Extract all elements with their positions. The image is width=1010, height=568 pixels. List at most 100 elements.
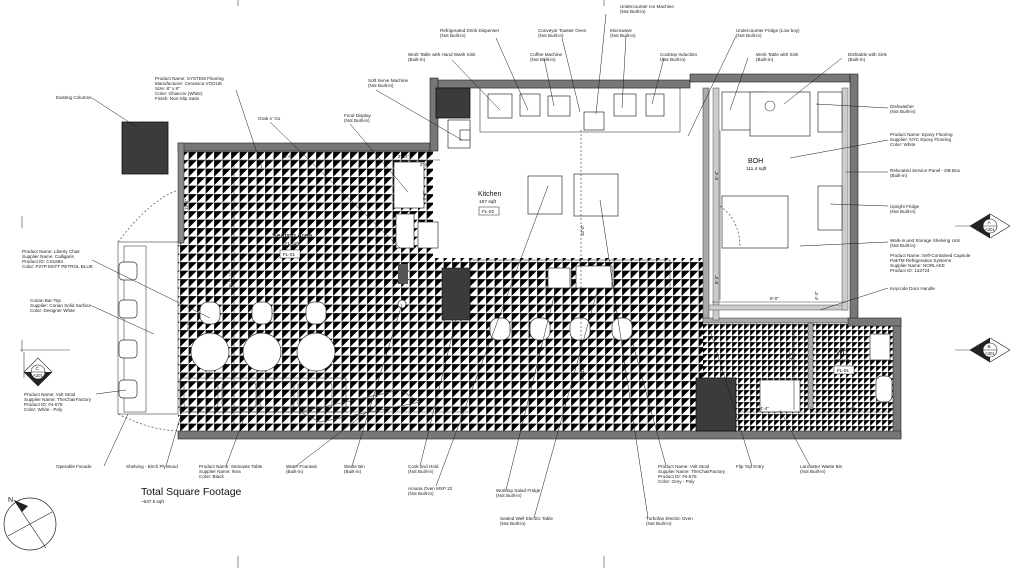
callout-walkin: Walk-in and Storage Shelving Unit (Not B… — [890, 238, 971, 273]
counter-fixtures — [393, 119, 471, 309]
dim-d2: 2'-11" — [398, 154, 409, 159]
epoxy-line-2: Supplier: NYC Epoxy Flooring — [890, 137, 951, 142]
keycode-text: Keycode Door Handle — [890, 286, 935, 291]
facade-text: Operable Facade — [56, 464, 92, 469]
boh-area: 111.4 sqft — [746, 166, 767, 172]
cook-hold-line-2: (Not Built-in) — [408, 469, 434, 474]
walkin-line-5: PakTM Refrigeration Systems — [890, 258, 952, 263]
section-marker-c[interactable]: C A301 — [20, 349, 70, 387]
drink-disp-line-2: (Not Built-in) — [440, 33, 466, 38]
marker-c-letter: C — [36, 366, 40, 371]
callout-coffee: Coffee Machine (Not Built-in) — [530, 52, 563, 62]
table-line-3: Color: Black — [199, 474, 224, 479]
dim-v5: 10'-0" — [580, 224, 585, 236]
callout-fountain: Water Fountain (Built-in) — [286, 464, 318, 474]
callout-epoxy: Product Name: Epoxy Flooring Supplier: N… — [890, 132, 953, 147]
dim-d4: 23'-5" — [428, 406, 440, 411]
uc-fridge-line-1: Undercounter Fridge (Low boy) — [736, 28, 800, 33]
dim-v1: 18'-4" — [184, 198, 189, 210]
dish-sink-line-1: Dishtable with Sink — [848, 52, 888, 57]
table-line-2: Supplier Name: Ikea — [199, 469, 241, 474]
callout-conveyor: Conveyor Toaster Oven (Not Built-in) — [538, 28, 587, 38]
wc-area: 32 sqft — [835, 358, 850, 364]
hand-wash-line-2: (Built-in) — [408, 57, 426, 62]
microwave-line-2: (Not Built-in) — [610, 33, 636, 38]
boh-name: BOH — [748, 158, 763, 165]
flooring-line-1: Product Name: SYSTEM Flooring — [155, 76, 224, 81]
dim-d3: 2'-11" — [420, 162, 431, 167]
callout-shelving: Shelving - Birch PlyWood — [126, 464, 178, 469]
stool-right-line-1: Product Name: Volt Stool — [658, 464, 709, 469]
soft-serve-line-2: (Not Built-in) — [368, 83, 394, 88]
bar-stools-facade — [118, 261, 138, 399]
dim-v7: 5'-4" — [714, 171, 719, 180]
dim-d7: 5'-0" — [846, 406, 855, 411]
amana-line-1: Amana Oven MXP 22 — [408, 486, 453, 491]
section-marker-a[interactable]: A A301 — [955, 213, 1010, 239]
callout-turbo-oven: Turbofan Electric Oven (Not Built-in) — [646, 516, 693, 526]
dim-v3: 6'-6" — [422, 191, 427, 200]
section-marker-b[interactable]: B A301 — [955, 337, 1010, 363]
bar-top-line-2: Supplier: Corian Solid Surface — [30, 303, 92, 308]
turbo-oven-line-2: (Not Built-in) — [646, 521, 672, 526]
waste-bin-line-1: Waste Bin — [344, 464, 365, 469]
work-sink-line-2: (Built-in) — [756, 57, 774, 62]
dim-v4: 9'-8" — [186, 321, 191, 330]
work-sink-line-1: Work Table with Sink — [756, 52, 799, 57]
shelving-text: Shelving - Birch PlyWood — [126, 464, 178, 469]
food-display-line-1: Food Display — [344, 113, 372, 118]
cafe-tables — [190, 301, 336, 372]
room-kitchen-label: Kitchen 167 sqft FL-02 — [478, 191, 501, 216]
callout-drink-dispenser: Refrigerated Drink Dispenser (Not Built-… — [440, 28, 500, 38]
uc-fridge-line-2: (Not Built-in) — [736, 33, 762, 38]
cooktop-line-1: Cooktop Induction — [660, 52, 697, 57]
callout-hand-wash: Work Table with Hand Wash Sink (Built-in… — [408, 52, 476, 62]
marker-a-sheet: A301 — [985, 227, 995, 232]
steinaste-table — [441, 267, 471, 321]
microwave-line-1: Microwave — [610, 28, 632, 33]
stool-right-line-2: Supplier Name: TheChairFactory — [658, 469, 726, 474]
callout-waste-bin: Waste Bin (Built-in) — [344, 464, 365, 474]
stool-left-line-2: Supplier Name: TheChairFactory — [24, 397, 92, 402]
walkin-line-1: Walk-in and Storage Shelving Unit — [890, 238, 961, 243]
callout-grab-go: Grab n' Go — [258, 116, 281, 121]
grab-go-text: Grab n' Go — [258, 116, 281, 121]
callout-food-display: Food Display (Not Built-in) — [344, 113, 372, 123]
room-boh-label: BOH 111.4 sqft — [746, 158, 767, 172]
existing-column-left — [121, 121, 169, 175]
wc-name: WC — [836, 350, 848, 357]
seating-name: Seating Area — [272, 233, 312, 240]
sealed-well-line-1: Sealed Well Electric Table — [500, 516, 553, 521]
boh-fixtures — [721, 91, 893, 413]
callout-cook-hold: Cook and Hold (Not Built-in) — [408, 464, 439, 474]
chair-line-2: Supplier Name: Calligaris — [22, 254, 75, 259]
kitchen-islands — [469, 173, 671, 341]
callout-panel: Relocated Service Panel - DB Box (Built-… — [890, 168, 961, 178]
kitchen-back-counter — [479, 87, 681, 133]
chair-line-4: Color: P27P MATT PETROL BLUE — [22, 264, 93, 269]
flip-top-text: Flip Top Entry — [736, 464, 765, 469]
dim-v6: 12'-11" — [580, 366, 585, 380]
waste-bin-line-2: (Built-in) — [344, 469, 362, 474]
epoxy-line-3: Color: White — [890, 142, 916, 147]
ice-line-2: (Not Built-in) — [620, 9, 646, 14]
panel-line-2: (Built-in) — [890, 173, 908, 178]
food-display-line-2: (Not Built-in) — [344, 118, 370, 123]
dimension-texts: 12'-0" 2'-11" 2'-11" 23'-5" 8'-0" 4'-4" … — [184, 154, 855, 411]
boh-door-swing — [719, 205, 741, 249]
dishwasher-line-1: Dishwasher — [890, 104, 914, 109]
coffee-line-1: Coffee Machine — [530, 52, 563, 57]
walkin-line-4: Product Name: Self-Contained Capsule — [890, 253, 971, 258]
lancaster-line-2: (Not Built-in) — [800, 469, 826, 474]
stool-left-line-1: Product Name: Volt Stool — [24, 392, 75, 397]
callout-stool-right: Product Name: Volt Stool Supplier Name: … — [658, 464, 726, 484]
chair-line-1: Product Name: Liberty Chair — [22, 249, 80, 254]
total-square-footage-title: Total Square Footage — [141, 486, 242, 498]
dim-d6: 4'-4" — [760, 406, 769, 411]
dim-v9: 3'-0" — [788, 351, 793, 360]
callout-chair: Product Name: Liberty Chair Supplier Nam… — [22, 249, 93, 269]
dim-v8: 8'-3" — [714, 275, 719, 284]
callout-dishwasher: Dishwasher (Not Built-in) — [890, 104, 916, 114]
bar-top-line-1: Corian Bar-Top — [30, 298, 61, 303]
